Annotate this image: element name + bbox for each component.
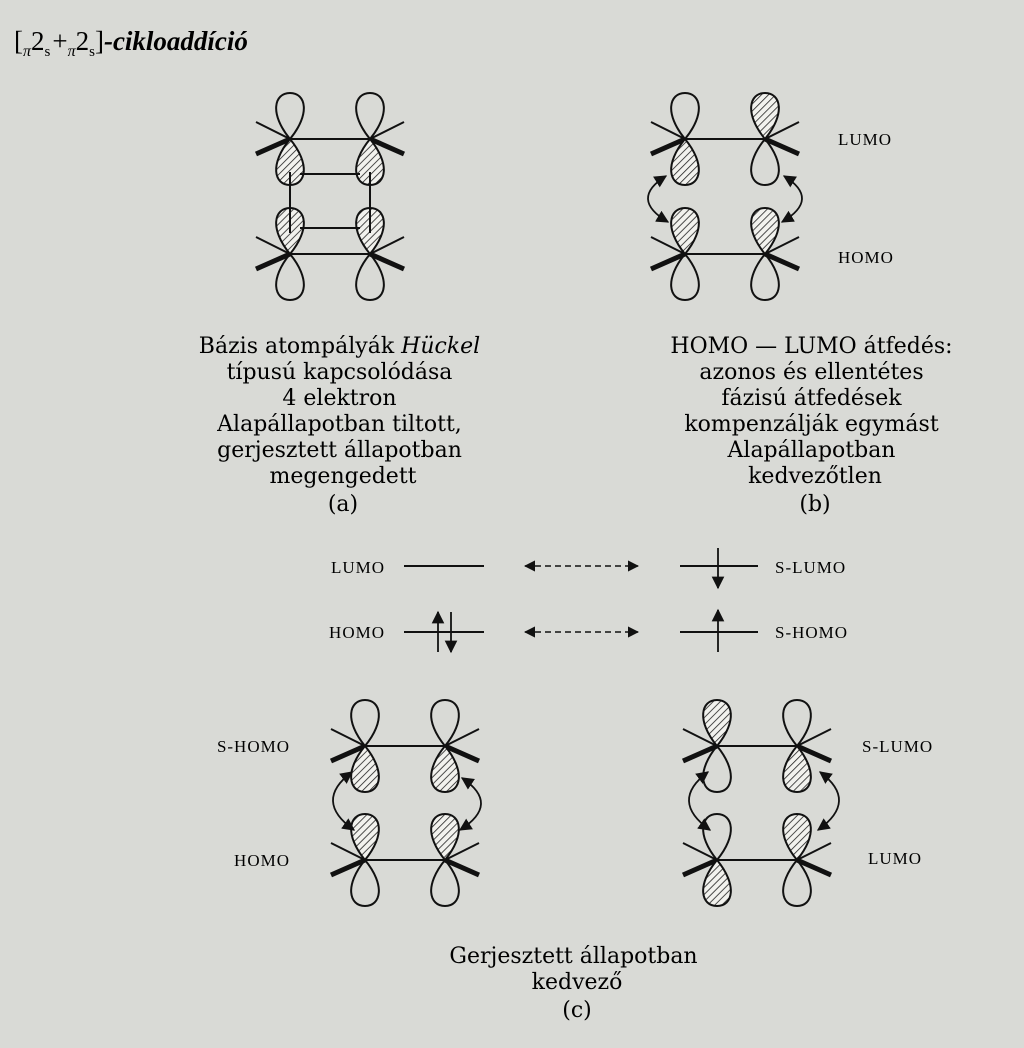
shaded-lobe (750, 206, 780, 256)
bond-line (796, 842, 832, 861)
overlap-arrow (332, 771, 356, 831)
energy-level-diagram (404, 548, 758, 654)
panel-a-orbitals (254, 91, 406, 302)
shaded-lobe (670, 206, 700, 256)
overlap-arrow (458, 777, 482, 831)
bond-line (650, 121, 686, 140)
shaded-lobe (702, 858, 732, 908)
shaded-lobe (350, 744, 380, 794)
wedge-bond (763, 251, 801, 272)
open-lobe (430, 858, 460, 908)
panel-c-left-bottom-label: HOMO (234, 851, 290, 870)
bond-line (444, 842, 480, 861)
panel-b-homo-label: HOMO (838, 248, 894, 267)
bond-line (650, 236, 686, 255)
panel-a-caption: Bázis atompályák Hückel típusú kapcsolód… (199, 334, 487, 489)
panel-c-left-top-label: S-HOMO (217, 737, 290, 756)
open-lobe (275, 252, 305, 302)
overlap-arrow (688, 771, 712, 831)
open-lobe (275, 91, 305, 141)
bond-line (330, 842, 366, 861)
wedge-bond (763, 136, 801, 157)
shaded-lobe (782, 744, 812, 794)
open-lobe (750, 252, 780, 302)
panel-b-orbitals (647, 91, 803, 302)
panel-c-caption: Gerjesztett állapotban kedvező (449, 944, 704, 995)
energy-lumo-label: LUMO (331, 558, 385, 577)
open-lobe (750, 137, 780, 187)
bond-line (682, 842, 718, 861)
bond-line (796, 728, 832, 747)
wedge-bond (254, 136, 292, 157)
bond-line (255, 236, 291, 255)
energy-homo-label: HOMO (329, 623, 385, 642)
wedge-bond (681, 857, 719, 878)
panel-b-lumo-label: LUMO (838, 130, 892, 149)
wedge-bond (649, 251, 687, 272)
wedge-bond (443, 743, 481, 764)
open-lobe (670, 91, 700, 141)
bond-line (369, 236, 405, 255)
wedge-bond (329, 743, 367, 764)
shaded-lobe (430, 744, 460, 794)
wedge-bond (443, 857, 481, 878)
wedge-bond (795, 857, 833, 878)
shaded-lobe (702, 698, 732, 748)
wedge-bond (649, 136, 687, 157)
open-lobe (350, 698, 380, 748)
panel-a-tag: (a) (328, 492, 358, 517)
open-lobe (782, 698, 812, 748)
shaded-lobe (670, 137, 700, 187)
overlap-arrow (780, 175, 803, 223)
panel-c-right-orbitals (681, 698, 840, 908)
wedge-bond (795, 743, 833, 764)
open-lobe (355, 252, 385, 302)
bond-line (369, 121, 405, 140)
panel-c-right-bottom-label: LUMO (868, 849, 922, 868)
panel-c-left-orbitals (329, 698, 482, 908)
wedge-bond (368, 136, 406, 157)
overlap-arrow (647, 175, 670, 223)
energy-s-lumo-label: S-LUMO (775, 558, 846, 577)
shaded-lobe (430, 812, 460, 862)
open-lobe (355, 91, 385, 141)
bond-line (764, 236, 800, 255)
bond-line (255, 121, 291, 140)
energy-s-homo-label: S-HOMO (775, 623, 848, 642)
page-title: [π2s+π2s]-cikloaddíció (14, 26, 248, 60)
interaction-line (300, 173, 360, 229)
wedge-bond (329, 857, 367, 878)
wedge-bond (368, 251, 406, 272)
interaction-line (289, 172, 371, 233)
open-lobe (350, 858, 380, 908)
open-lobe (430, 698, 460, 748)
wedge-bond (254, 251, 292, 272)
shaded-lobe (750, 91, 780, 141)
shaded-lobe (782, 812, 812, 862)
shaded-lobe (350, 812, 380, 862)
panel-b-tag: (b) (799, 492, 830, 517)
bond-line (330, 728, 366, 747)
bond-line (682, 728, 718, 747)
panel-b-caption: HOMO — LUMO átfedés: azonos és ellentéte… (670, 334, 959, 489)
bond-line (444, 728, 480, 747)
overlap-arrow (816, 771, 840, 831)
panel-c-tag: (c) (562, 998, 592, 1023)
open-lobe (670, 252, 700, 302)
bond-line (764, 121, 800, 140)
open-lobe (782, 858, 812, 908)
panel-c-right-top-label: S-LUMO (862, 737, 933, 756)
open-lobe (702, 812, 732, 862)
wedge-bond (681, 743, 719, 764)
open-lobe (702, 744, 732, 794)
